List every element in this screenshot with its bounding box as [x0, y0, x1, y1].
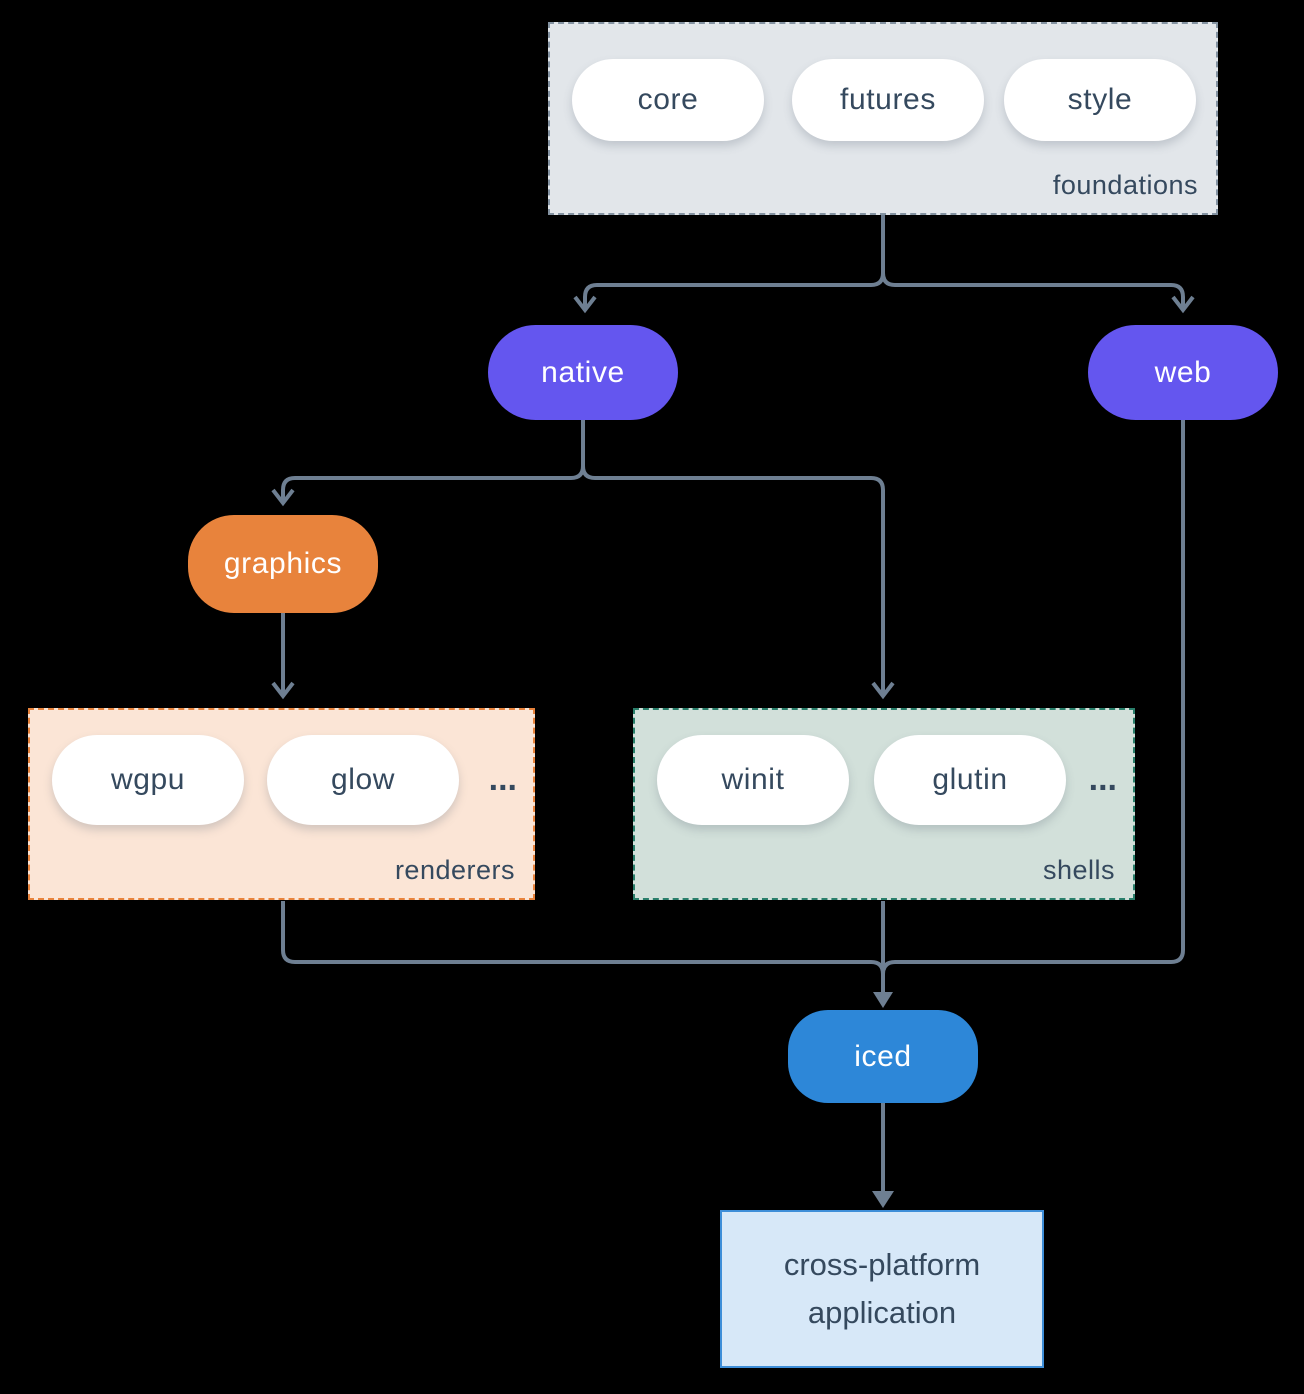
node-native-label: native: [541, 355, 625, 389]
node-iced: iced: [788, 1010, 978, 1103]
node-web-label: web: [1154, 355, 1212, 389]
node-glutin: glutin: [874, 735, 1066, 825]
arrowhead-application: [872, 1191, 894, 1208]
edge-foundations-web: [881, 272, 1185, 309]
arrowhead-web: [1171, 295, 1195, 314]
group-foundations: core futures style foundations: [548, 22, 1218, 215]
group-renderers-label: renderers: [394, 855, 515, 885]
group-shells-label: shells: [1042, 855, 1115, 885]
node-winit-label: winit: [721, 763, 785, 796]
renderers-ellipsis: ...: [488, 760, 517, 798]
node-futures-label: futures: [840, 83, 936, 116]
node-graphics-label: graphics: [223, 547, 343, 580]
edge-foundations-native: [583, 272, 885, 309]
group-foundations-label: foundations: [1052, 170, 1198, 200]
arrowhead-shells: [871, 681, 895, 700]
edge-native-graphics: [281, 465, 585, 502]
group-renderers: wgpu glow ... renderers: [28, 708, 535, 900]
arrowhead-iced: [873, 992, 893, 1008]
group-shells: winit glutin ... shells: [633, 708, 1135, 900]
node-native: native: [488, 325, 678, 420]
node-glow: glow: [267, 735, 459, 825]
arrowhead-graphics: [271, 488, 295, 507]
node-web: web: [1088, 325, 1278, 420]
node-wgpu-label: wgpu: [110, 763, 186, 796]
node-application: cross-platform application: [720, 1210, 1044, 1368]
node-wgpu: wgpu: [52, 735, 244, 825]
node-style-label: style: [1067, 83, 1133, 116]
node-style: style: [1004, 59, 1196, 141]
node-winit: winit: [657, 735, 849, 825]
shells-ellipsis: ...: [1088, 760, 1117, 798]
node-glow-label: glow: [330, 763, 396, 796]
node-core-label: core: [637, 83, 699, 116]
arrowhead-renderers: [271, 681, 295, 700]
arrowhead-native: [573, 295, 597, 314]
edge-renderers-merge: [281, 901, 885, 975]
node-core: core: [572, 59, 764, 141]
node-futures: futures: [792, 59, 984, 141]
node-application-label: cross-platform application: [783, 1246, 981, 1330]
edge-native-shells: [581, 465, 885, 695]
node-glutin-label: glutin: [932, 763, 1008, 796]
node-iced-label: iced: [854, 1039, 912, 1073]
node-graphics: graphics: [188, 515, 378, 613]
